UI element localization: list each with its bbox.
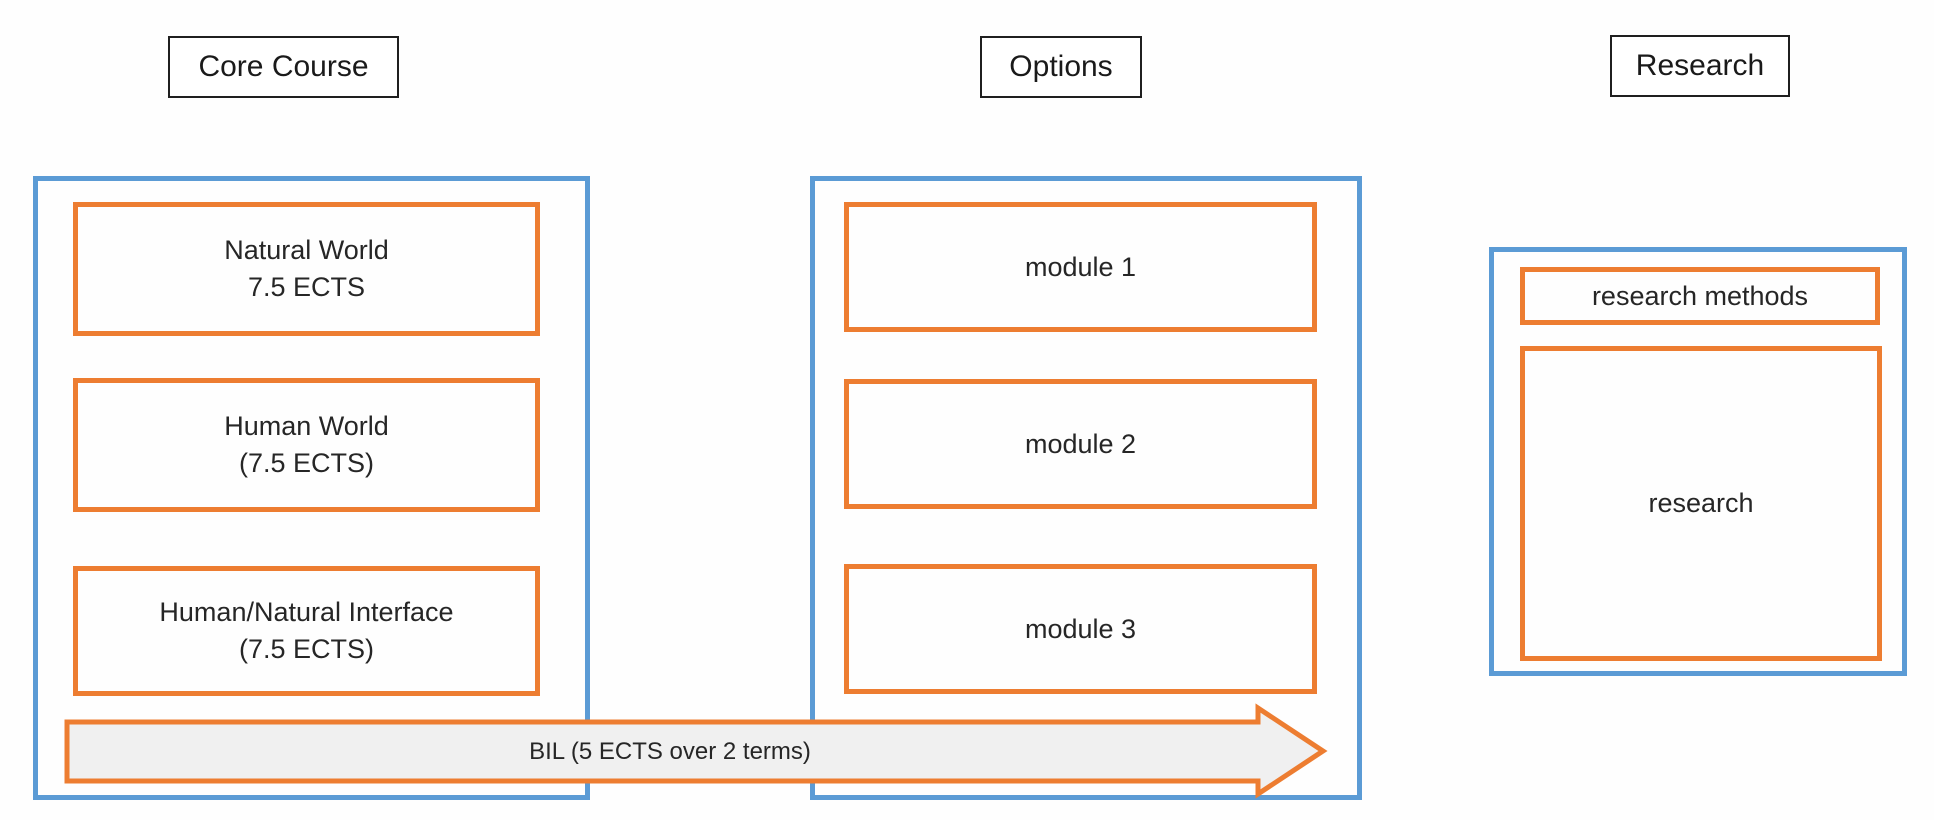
box-natural-world-title: Natural World — [224, 235, 389, 265]
options-container: module 1 module 2 module 3 — [810, 176, 1362, 800]
header-options-label: Options — [1009, 50, 1113, 83]
box-research-methods-label: research methods — [1591, 280, 1809, 311]
box-human-natural-interface-title: Human/Natural Interface — [159, 597, 454, 627]
box-module-1-label: module 1 — [1024, 251, 1137, 282]
box-human-natural-interface-credits: (7.5 ECTS) — [238, 634, 375, 664]
core-course-container: Natural World 7.5 ECTS Human World (7.5 … — [33, 176, 590, 800]
box-research: research — [1520, 346, 1882, 661]
header-research: Research — [1610, 35, 1790, 97]
box-research-label: research — [1648, 488, 1754, 518]
box-module-3: module 3 — [844, 564, 1317, 694]
box-natural-world: Natural World 7.5 ECTS — [73, 202, 540, 336]
header-core-course-label: Core Course — [198, 50, 369, 83]
bil-arrow: BIL (5 ECTS over 2 terms) — [60, 700, 1330, 800]
bil-arrow-polygon — [64, 703, 1328, 799]
header-core-course: Core Course — [168, 36, 399, 98]
box-human-natural-interface: Human/Natural Interface (7.5 ECTS) — [73, 566, 540, 696]
box-research-methods: research methods — [1520, 267, 1880, 325]
box-natural-world-credits: 7.5 ECTS — [247, 272, 366, 302]
research-container: research methods research — [1489, 247, 1907, 676]
box-human-world-title: Human World — [224, 411, 389, 441]
header-research-label: Research — [1635, 49, 1765, 82]
box-human-world-credits: (7.5 ECTS) — [238, 448, 375, 478]
box-module-2-label: module 2 — [1024, 428, 1137, 459]
bil-arrow-label: BIL (5 ECTS over 2 terms) — [529, 738, 811, 765]
bil-arrow-shape — [64, 703, 1328, 799]
box-module-3-label: module 3 — [1024, 613, 1137, 644]
box-module-2: module 2 — [844, 379, 1317, 509]
header-options: Options — [980, 36, 1142, 98]
box-human-world: Human World (7.5 ECTS) — [73, 378, 540, 512]
box-module-1: module 1 — [844, 202, 1317, 332]
